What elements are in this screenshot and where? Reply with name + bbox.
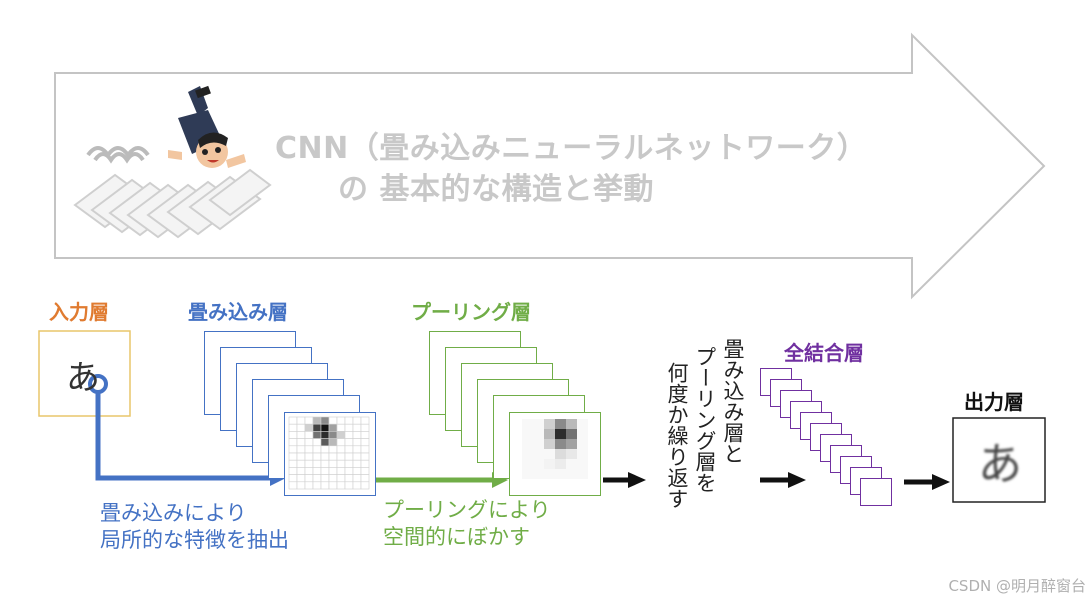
input-layer-label: 入力層 [49, 300, 109, 324]
pool-blurred-grid [522, 419, 588, 479]
conv-caption-line-2: 局所的な特徴を抽出 [100, 528, 289, 552]
input-image-frame [38, 330, 131, 417]
title-line-1: CNN（畳み込みニューラルネットワーク） [275, 131, 868, 166]
repeat-caption-col-1: 畳み込み層と [721, 338, 745, 464]
pool-caption-line-2: 空間的にぼかす [383, 525, 530, 549]
title-line-2: の 基本的な構造と挙動 [338, 172, 654, 207]
output-char: あ [978, 439, 1022, 490]
output-layer-label: 出力層 [964, 390, 1024, 414]
conv-pixel-grid [288, 416, 370, 490]
conv-caption: 畳み込みにより 局所的な特徴を抽出 [100, 500, 289, 554]
output-image-frame [952, 417, 1046, 503]
conv-front-map [284, 412, 376, 496]
pool-layer-label: プーリング層 [411, 300, 531, 324]
input-focus-circle [88, 374, 108, 394]
fc-layer-label: 全結合層 [784, 341, 864, 365]
pool-caption: プーリングにより 空間的にぼかす [383, 497, 551, 551]
watermark: CSDN @明月醉窗台 [948, 577, 1086, 595]
repeat-caption-col-3: 何度か繰り返す [665, 362, 689, 509]
sliding-person-illustration [73, 85, 272, 239]
conv-flow-line [95, 388, 272, 481]
repeat-caption-col-2: プーリング層を [693, 346, 717, 493]
pool-front-map [509, 412, 601, 496]
pool-caption-line-1: プーリングにより [383, 498, 551, 522]
banner-arrow [54, 32, 1046, 300]
fc-node-card [860, 478, 892, 506]
conv-layer-label: 畳み込み層 [188, 300, 288, 324]
conv-caption-line-1: 畳み込みにより [100, 501, 247, 525]
input-handwritten-char: あ [66, 358, 100, 398]
